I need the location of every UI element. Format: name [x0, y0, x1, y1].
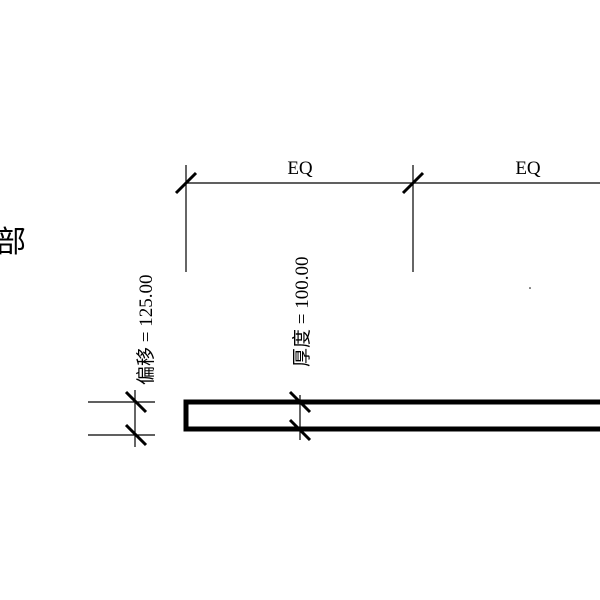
tick-mark — [401, 171, 425, 195]
view-label: 部 — [0, 226, 26, 259]
eq-label-left[interactable]: EQ — [287, 158, 313, 179]
wall-element[interactable] — [183, 399, 600, 432]
tick-mark — [174, 171, 198, 195]
offset-label[interactable]: 偏移 = 125.00 — [135, 275, 157, 385]
eq-label-right[interactable]: EQ — [515, 158, 541, 179]
thickness-label[interactable]: 厚度 = 100.00 — [291, 257, 313, 367]
offset-dimension[interactable] — [88, 390, 155, 447]
point-marker — [529, 287, 531, 289]
eq-dimension[interactable] — [174, 165, 600, 272]
tick-mark — [288, 418, 312, 442]
tick-mark — [124, 423, 148, 447]
thickness-dimension[interactable] — [288, 390, 312, 442]
tick-mark — [288, 390, 312, 414]
tick-mark — [124, 390, 148, 414]
